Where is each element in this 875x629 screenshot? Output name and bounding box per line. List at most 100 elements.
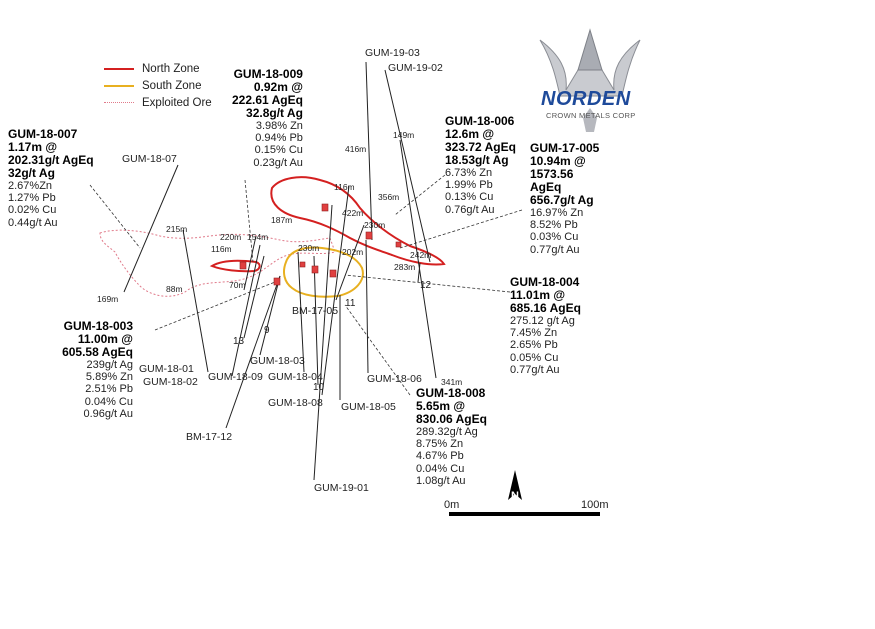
logo-name: NORDEN <box>541 88 631 110</box>
callout-line: 10.94m @ <box>530 154 586 168</box>
north-arrow-icon <box>508 470 522 500</box>
depth-label: 116m <box>211 244 232 254</box>
callout-title: GUM-18-008 <box>416 386 486 400</box>
depth-label: 416m <box>345 144 366 154</box>
hole-label-gum-18-06: GUM-18-06 <box>367 373 422 385</box>
scale-bar <box>449 512 600 516</box>
scale-end-label: 100m <box>581 499 609 511</box>
drill-traces <box>123 61 437 481</box>
legend-label: South Zone <box>142 79 202 92</box>
depth-label: 154m <box>247 232 268 242</box>
hole-label-gum-18-02: GUM-18-02 <box>143 376 198 388</box>
callout-line: 605.58 AgEq <box>62 345 133 359</box>
callout-line: 8.75% Zn <box>416 438 464 451</box>
callout-line: 656.7g/t Ag <box>530 193 594 207</box>
callout-line: 239g/t Ag <box>86 359 134 371</box>
callout-line: 1.27% Pb <box>8 192 56 205</box>
callout-line: 0.05% Cu <box>510 351 559 364</box>
depth-label: 220m <box>220 232 241 242</box>
callout-gum-18-008: GUM-18-008 5.65m @ 830.06 AgEq 289.32g/t… <box>416 387 487 487</box>
callout-gum-18-006: GUM-18-006 12.6m @ 323.72 AgEq 18.53g/t … <box>445 115 516 216</box>
crown-logo-icon <box>539 28 641 132</box>
callout-line: 0.94% Pb <box>255 132 303 145</box>
callout-line: 2.65% Pb <box>510 339 558 352</box>
legend-swatch <box>104 84 134 87</box>
callout-line: 202.31g/t AgEq <box>8 153 94 167</box>
callout-line: 0.92m @ <box>253 80 303 94</box>
hole-label-gum-18-03: GUM-18-03 <box>250 355 305 367</box>
leader-lines <box>89 174 523 396</box>
hole-label-gum-19-03: GUM-19-03 <box>365 47 420 59</box>
hole-label-gum-18-08: GUM-18-08 <box>268 397 323 409</box>
callout-line: 3.98% Zn <box>255 120 303 132</box>
hole-label-gum-19-02: GUM-19-02 <box>388 62 443 74</box>
callout-title: GUM-18-007 <box>8 127 78 141</box>
legend-label: North Zone <box>142 62 200 75</box>
callout-line: 1573.56 <box>530 167 574 181</box>
hole-label-gum-18-05: GUM-18-05 <box>341 401 396 413</box>
logo-subtitle: CROWN METALS CORP <box>546 111 636 120</box>
callout-line: 11.01m @ <box>510 288 566 302</box>
callout-line: 289.32g/t Ag <box>416 426 478 438</box>
callout-line: 685.16 AgEq <box>510 301 581 315</box>
legend: North Zone South Zone Exploited Ore <box>104 60 212 111</box>
callout-gum-18-004: GUM-18-004 11.01m @ 685.16 AgEq 275.12 g… <box>510 276 581 376</box>
legend-swatch <box>104 67 134 70</box>
scale-start-label: 0m <box>444 499 460 511</box>
south-zone-outline <box>283 246 364 298</box>
depth-label: 202m <box>342 247 363 257</box>
hole-label-gum-18-09: GUM-18-09 <box>208 371 263 383</box>
depth-label: 116m <box>334 182 355 192</box>
hole-label-bm-17-05: BM-17-05 <box>292 305 338 317</box>
hole-label-gum-18-01: GUM-18-01 <box>139 363 194 375</box>
callout-line: 0.15% Cu <box>254 144 303 157</box>
callout-title: GUM-18-004 <box>510 275 580 289</box>
hole-label-gum-19-01: GUM-19-01 <box>314 482 369 494</box>
hole-number: 11 <box>345 298 356 309</box>
callout-line: 5.89% Zn <box>85 371 133 384</box>
callout-line: 0.44g/t Au <box>8 216 58 229</box>
north-zone-outline <box>270 176 446 266</box>
depth-label: 149m <box>393 130 414 140</box>
callout-line: 0.77g/t Au <box>530 243 580 256</box>
depth-label: 88m <box>166 284 183 294</box>
depth-label: 356m <box>378 192 399 202</box>
callout-line: 0.77g/t Au <box>510 363 560 376</box>
callout-line: 16.97% Zn <box>530 207 584 219</box>
hole-label-bm-17-12: BM-17-12 <box>186 431 232 443</box>
depth-label: 169m <box>97 294 118 304</box>
callout-line: 2.51% Pb <box>85 383 133 396</box>
callout-line: 0.23g/t Au <box>253 156 303 169</box>
depth-label: 422m <box>342 208 363 218</box>
depth-label: 187m <box>271 215 292 225</box>
callout-line: 8.52% Pb <box>530 219 578 232</box>
callout-line: 4.67% Pb <box>416 450 464 463</box>
callout-title: GUM-17-005 <box>530 141 600 155</box>
callout-gum-18-007: GUM-18-007 1.17m @ 202.31g/t AgEq 32g/t … <box>8 128 94 229</box>
hole-number: 10 <box>313 382 325 393</box>
hole-label-gum-18-07: GUM-18-07 <box>122 153 177 165</box>
callout-line: 6.73% Zn <box>445 167 493 179</box>
callout-line: 32g/t Ag <box>8 166 55 180</box>
callout-line: 0.03% Cu <box>530 231 579 244</box>
callout-line: 1.17m @ <box>8 140 58 154</box>
hole-number: 12 <box>420 280 432 291</box>
callout-line: 0.04% Cu <box>416 462 465 475</box>
callout-title: GUM-18-009 <box>233 67 303 81</box>
intercept-markers <box>239 203 402 286</box>
callout-line: 11.00m @ <box>77 332 133 346</box>
callout-line: 1.99% Pb <box>445 179 493 192</box>
callout-line: 2.67%Zn <box>8 180 53 192</box>
callout-line: 0.13% Cu <box>445 191 494 204</box>
depth-label: 230m <box>364 220 385 230</box>
callout-line: 830.06 AgEq <box>416 412 487 426</box>
callout-line: 18.53g/t Ag <box>445 153 509 167</box>
callout-gum-18-003: GUM-18-003 11.00m @ 605.58 AgEq 239g/t A… <box>55 320 133 420</box>
callout-gum-18-009: GUM-18-009 0.92m @ 222.61 AgEq 32.8g/t A… <box>232 68 303 169</box>
depth-label: 215m <box>166 224 187 234</box>
callout-line: 222.61 AgEq <box>232 93 303 107</box>
depth-label: 70m <box>229 280 246 290</box>
callout-line: 275.12 g/t Ag <box>510 315 575 327</box>
